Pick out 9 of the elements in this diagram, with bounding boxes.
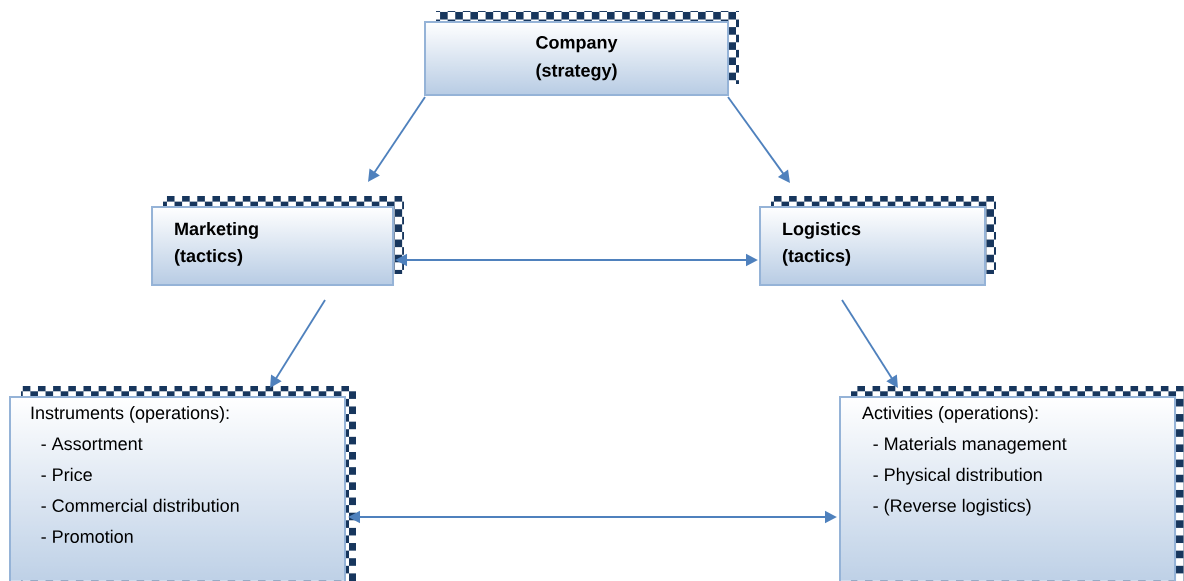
arrow bbox=[368, 96, 426, 182]
arrow bbox=[270, 299, 326, 388]
process-box: Instruments (operations): - Assortment - Price - Commercial distribution - Promotion bbox=[9, 396, 346, 581]
arrow bbox=[727, 96, 790, 183]
process-box: Marketing (tactics) bbox=[151, 196, 404, 286]
process-box: Company (strategy) bbox=[424, 11, 739, 96]
process-box: Logistics (tactics) bbox=[759, 196, 996, 286]
process-box: Activities (operations): - Materials management - Physical distribution - (Reverse logistics) bbox=[839, 396, 1176, 581]
arrow bbox=[841, 299, 898, 388]
